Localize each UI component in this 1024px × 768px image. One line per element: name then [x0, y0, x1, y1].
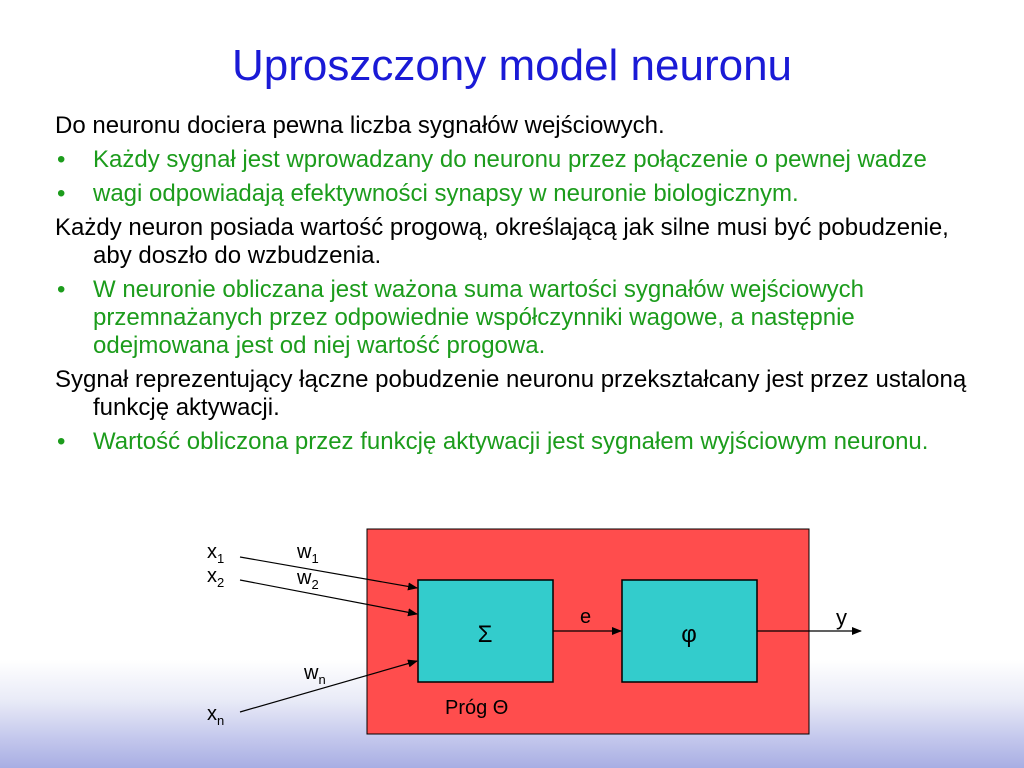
slide-body: Do neuronu dociera pewna liczba sygnałów…	[55, 112, 985, 462]
bullet-2: • wagi odpowiadają efektywności synapsy …	[55, 180, 985, 208]
bullet-marker: •	[57, 146, 66, 173]
input-label-2: x2	[207, 565, 224, 590]
bullet-3-text: W neuronie obliczana jest ważona suma wa…	[93, 276, 865, 359]
bullet-2-text: wagi odpowiadają efektywności synapsy w …	[93, 180, 799, 207]
bullet-4: • Wartość obliczona przez funkcję aktywa…	[55, 428, 985, 456]
bullet-marker: •	[57, 276, 66, 303]
slide-title: Uproszczony model neuronu	[231, 41, 793, 90]
threshold-label: Próg Θ	[445, 697, 508, 719]
weight-label-2: w2	[296, 567, 319, 592]
bullet-1-text: Każdy sygnał jest wprowadzany do neuronu…	[93, 146, 927, 173]
sum-block	[417, 579, 554, 683]
bullet-marker: •	[57, 180, 66, 207]
weight-label-n: wn	[303, 662, 326, 687]
input-arrow-2	[239, 579, 418, 617]
bullet-marker: •	[57, 428, 66, 455]
output-label: y	[836, 605, 847, 630]
input-arrow-n	[239, 659, 418, 713]
paragraph-1: Do neuronu dociera pewna liczba sygnałów…	[55, 112, 665, 139]
weight-label-1: w1	[296, 541, 319, 566]
activation-symbol: φ	[681, 621, 697, 648]
bullet-1: • Każdy sygnał jest wprowadzany do neuro…	[55, 146, 985, 174]
bullet-3: • W neuronie obliczana jest ważona suma …	[55, 276, 985, 360]
input-label-1: x1	[207, 541, 224, 566]
input-arrow-1	[239, 556, 418, 591]
sum-symbol: Σ	[478, 621, 493, 648]
input-label-n: xn	[207, 703, 224, 728]
paragraph-2: Każdy neuron posiada wartość progową, ok…	[55, 214, 949, 269]
bullet-4-text: Wartość obliczona przez funkcję aktywacj…	[93, 428, 929, 455]
paragraph-3: Sygnał reprezentujący łączne pobudzenie …	[55, 366, 967, 421]
signal-label: e	[580, 606, 591, 628]
